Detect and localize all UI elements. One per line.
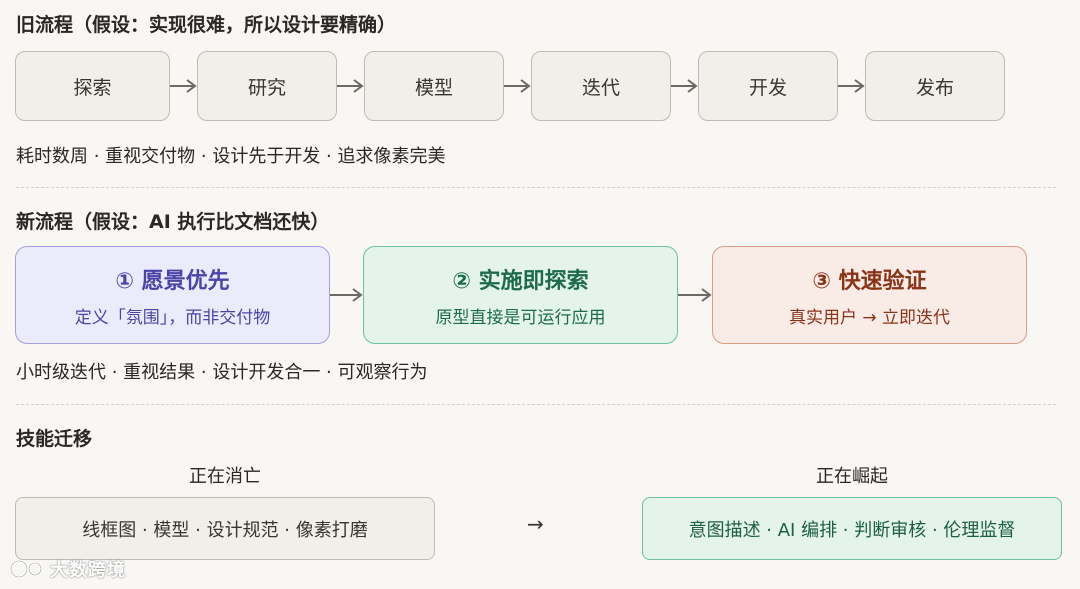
rising-label: 正在崛起 (816, 466, 888, 487)
stage-subtitle: 原型直接是可运行应用 (435, 307, 606, 328)
arrow-right-icon: → (527, 512, 544, 536)
watermark-logo-icon (9, 559, 43, 579)
old-flow-arrow (671, 79, 698, 93)
old-step-explore: 探索 (15, 51, 170, 121)
old-step-release: 发布 (865, 51, 1005, 121)
stage-subtitle: 定义「氛围」，而非交付物 (74, 307, 271, 328)
new-flow-arrow (330, 288, 363, 302)
watermark-text: 大数跨境 (50, 560, 126, 581)
old-flow-arrow (170, 79, 197, 93)
old-flow-heading: 旧流程（假设：实现很难，所以设计要精确） (16, 14, 397, 36)
new-flow-arrow (678, 288, 712, 302)
fading-skills-box: 线框图 · 模型 · 设计规范 · 像素打磨 (15, 497, 435, 560)
old-flow-arrow (504, 79, 531, 93)
stage-title: ② 实施即探索 (452, 268, 589, 294)
old-step-develop: 开发 (698, 51, 838, 121)
old-step-iterate: 迭代 (531, 51, 671, 121)
old-flow-note: 耗时数周 · 重视交付物 · 设计先于开发 · 追求像素完美 (16, 146, 446, 167)
stage-fast-validate: ③ 快速验证 真实用户 → 立即迭代 (712, 246, 1027, 344)
new-flow-heading: 新流程（假设：AI 执行比文档还快） (16, 211, 330, 233)
divider (16, 404, 1056, 405)
fading-label: 正在消亡 (189, 466, 261, 487)
stage-subtitle: 真实用户 → 立即迭代 (788, 307, 951, 328)
new-flow-note: 小时级迭代 · 重视结果 · 设计开发合一 · 可观察行为 (16, 362, 428, 383)
old-flow-arrow (838, 79, 865, 93)
watermark: 大数跨境 (8, 556, 126, 582)
stage-vision-first: ① 愿景优先 定义「氛围」，而非交付物 (15, 246, 330, 344)
stage-title: ③ 快速验证 (812, 268, 927, 294)
divider (16, 187, 1056, 188)
rising-skills-box: 意图描述 · AI 编排 · 判断审核 · 伦理监督 (642, 497, 1062, 560)
skills-heading: 技能迁移 (16, 428, 93, 450)
old-step-research: 研究 (197, 51, 337, 121)
stage-title: ① 愿景优先 (115, 268, 230, 294)
old-flow-arrow (337, 79, 364, 93)
stage-implement-explore: ② 实施即探索 原型直接是可运行应用 (363, 246, 678, 344)
old-step-mockup: 模型 (364, 51, 504, 121)
